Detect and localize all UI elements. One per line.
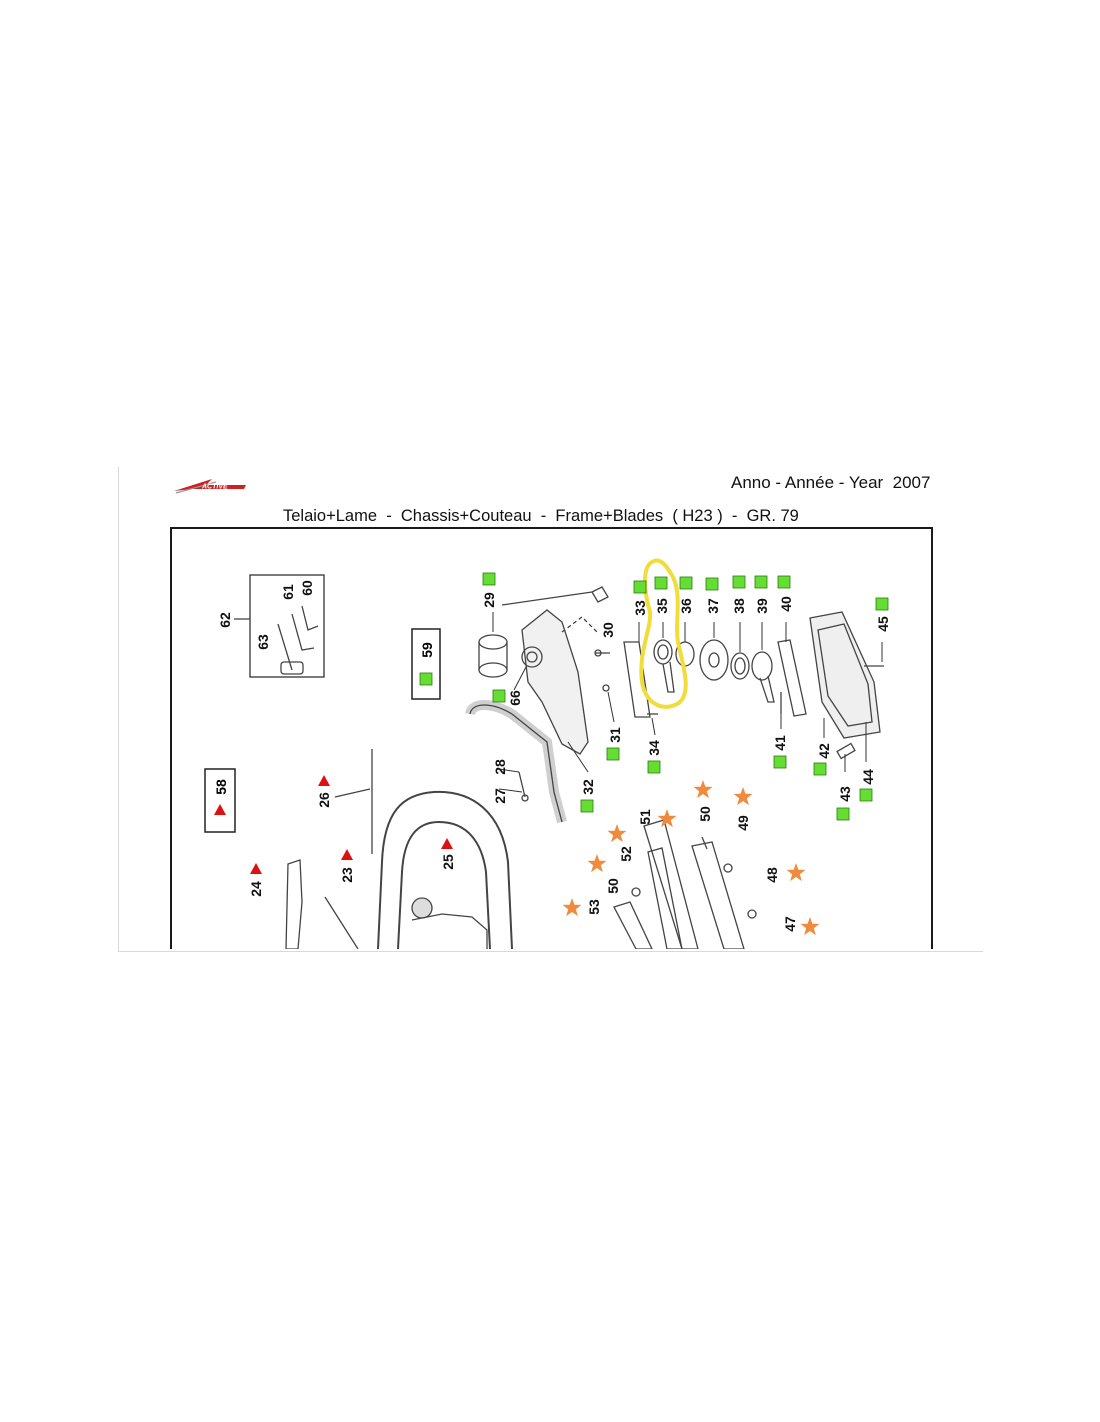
part-label-28: 28 [492, 759, 508, 775]
red-marker [318, 775, 330, 786]
part-label-41: 41 [772, 735, 788, 751]
part-label-47: 47 [782, 916, 798, 932]
green-marker [836, 807, 850, 821]
orange-star [733, 787, 753, 806]
part-label-30: 30 [600, 622, 616, 638]
part-labels: 62 63 61 60 29 30 33 35 36 37 38 39 40 4… [217, 580, 891, 932]
green-marker [492, 689, 506, 703]
green-marker [773, 755, 787, 769]
highlight-outline [639, 558, 688, 709]
part-label-53: 53 [586, 899, 602, 915]
green-marker [679, 576, 693, 590]
orange-star [693, 780, 713, 799]
part-label-24: 24 [248, 881, 264, 897]
part-label-25: 25 [440, 854, 456, 870]
part-label-60: 60 [299, 580, 315, 596]
exploded-diagram-frame: 59 58 62 63 61 60 29 30 33 35 36 37 38 3… [170, 527, 933, 949]
part-label-44: 44 [860, 769, 876, 785]
part-label-31: 31 [607, 727, 623, 743]
part-label-43: 43 [837, 786, 853, 802]
brand-logo: ACTIVE [174, 479, 246, 494]
part-label-27: 27 [492, 788, 508, 804]
green-marker [859, 788, 873, 802]
red-markers [250, 775, 453, 874]
green-marker [580, 799, 594, 813]
part-label-61: 61 [280, 584, 296, 600]
part-label-33: 33 [632, 600, 648, 616]
orange-star [562, 898, 582, 917]
part-label-32: 32 [580, 779, 596, 795]
part-label-48: 48 [764, 867, 780, 883]
part-label-42: 42 [816, 743, 832, 759]
orange-star [607, 824, 627, 843]
part-label-63: 62 [217, 612, 233, 628]
part-label-29: 29 [481, 592, 497, 608]
part-label-50-top: 50 [697, 806, 713, 822]
legend-red-label: 58 [213, 779, 229, 795]
part-label-37: 37 [705, 598, 721, 614]
green-marker [732, 575, 746, 589]
page-title: Telaio+Lame - Chassis+Couteau - Frame+Bl… [283, 507, 799, 525]
part-label-45: 45 [875, 616, 891, 632]
part-label-23: 23 [339, 867, 355, 883]
year-label: Anno - Année - Year 2007 [731, 473, 931, 492]
legend-box-green [411, 628, 441, 700]
orange-star [800, 917, 820, 936]
part-label-40: 40 [778, 596, 794, 612]
green-marker [813, 762, 827, 776]
part-label-49: 49 [735, 815, 751, 831]
green-marker [647, 760, 661, 774]
part-label-39: 39 [754, 598, 770, 614]
leader-lines [492, 612, 883, 793]
green-marker [633, 580, 647, 594]
green-marker [482, 572, 496, 586]
parts-sheet [118, 467, 983, 952]
green-marker [606, 747, 620, 761]
part-label-51: 51 [637, 809, 653, 825]
orange-star [657, 809, 677, 828]
red-marker [250, 863, 262, 874]
part-label-26: 26 [316, 792, 332, 808]
orange-star [786, 863, 806, 882]
part-label-66: 66 [507, 690, 523, 706]
orange-star [587, 854, 607, 873]
legend-green-label: 59 [419, 642, 435, 658]
green-marker [654, 576, 668, 590]
legend-box-red [204, 768, 236, 833]
red-marker [341, 849, 353, 860]
exploded-diagram: 59 58 62 63 61 60 29 30 33 35 36 37 38 3… [204, 558, 891, 949]
red-marker [441, 838, 453, 849]
part-label-52: 52 [618, 846, 634, 862]
part-label-38: 38 [731, 598, 747, 614]
part-label-62: 63 [255, 634, 271, 650]
green-marker [875, 597, 889, 611]
part-label-50-bottom: 50 [605, 878, 621, 894]
parts-line-art [234, 574, 884, 949]
green-marker [705, 577, 719, 591]
green-marker [777, 575, 791, 589]
green-marker [754, 575, 768, 589]
part-label-36: 36 [678, 598, 694, 614]
part-label-34: 34 [646, 740, 662, 756]
brand-logo-text: ACTIVE [201, 484, 228, 491]
part-label-35: 35 [654, 598, 670, 614]
